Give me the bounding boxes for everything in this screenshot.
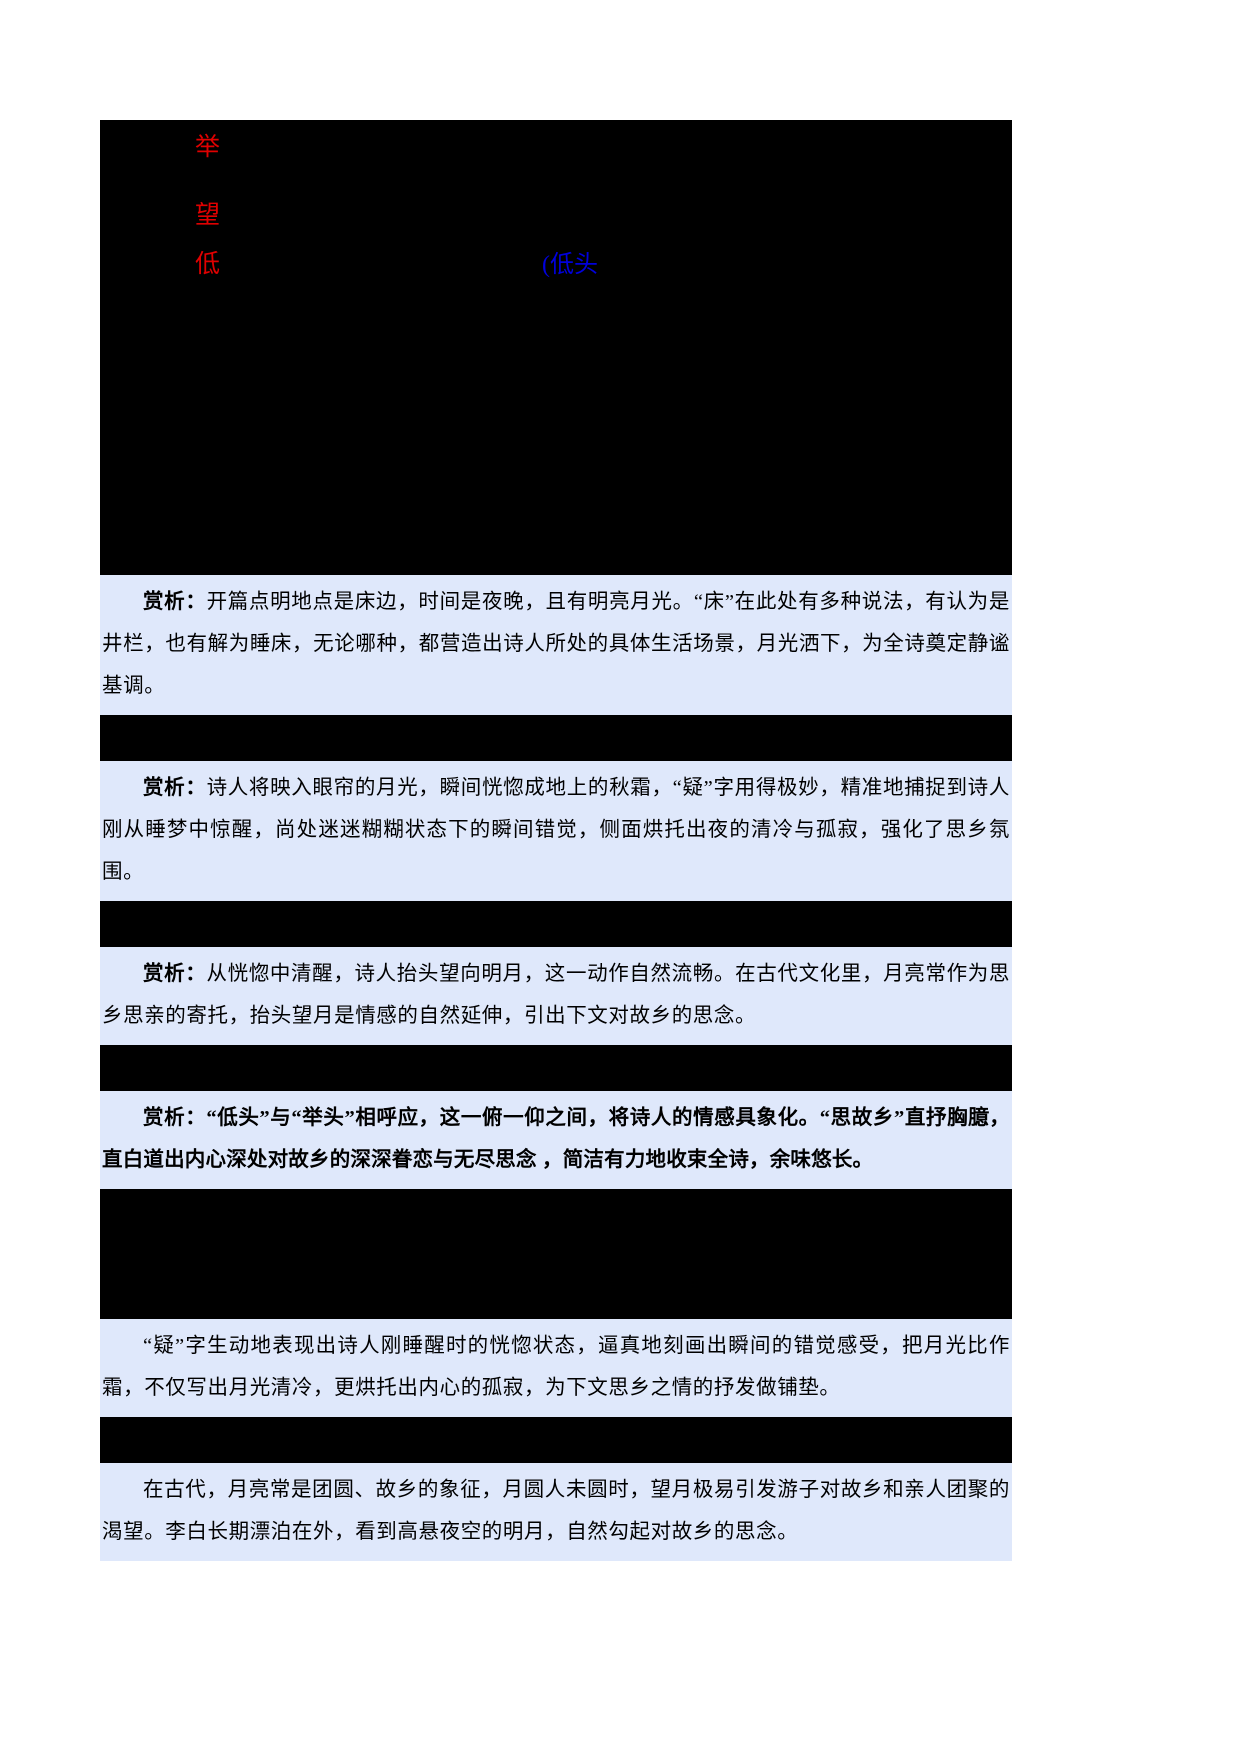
- commentary-lead-2: 赏析：: [143, 777, 207, 799]
- spacer-band-3: [100, 1045, 1012, 1091]
- poem-char-1: 举: [195, 134, 221, 161]
- commentary-body-5: “疑”字生动地表现出诗人刚睡醒时的恍惚状态，逼真地刻画出瞬间的错觉感受，把月光比…: [102, 1335, 1010, 1399]
- commentary-body-3: 从恍惚中清醒，诗人抬头望向明月，这一动作自然流畅。在古代文化里，月亮常作为思乡思…: [102, 963, 1010, 1027]
- commentary-body-1: 开篇点明地点是床边，时间是夜晚，且有明亮月光。“床”在此处有多种说法，有认为是井…: [102, 591, 1010, 697]
- commentary-lead-1: 赏析：: [143, 591, 207, 613]
- commentary-body-6: 在古代，月亮常是团圆、故乡的象征，月圆人未圆时，望月极易引发游子对故乡和亲人团聚…: [102, 1479, 1010, 1543]
- commentary-paragraph-2: 赏析：诗人将映入眼帘的月光，瞬间恍惚成地上的秋霜，“疑”字用得极妙，精准地捕捉到…: [100, 761, 1012, 901]
- commentary-lead-4: 赏析：: [143, 1107, 207, 1129]
- spacer-band-4: [100, 1189, 1012, 1319]
- poem-region: 举 望 低 (低头: [100, 120, 1012, 575]
- commentary-body-4: “低头”与“举头”相呼应，这一俯一仰之间，将诗人的情感具象化。“思故乡”直抒胸臆…: [102, 1107, 1010, 1171]
- poem-annotation: (低头: [542, 252, 598, 278]
- commentary-paragraph-3: 赏析：从恍惚中清醒，诗人抬头望向明月，这一动作自然流畅。在古代文化里，月亮常作为…: [100, 947, 1012, 1045]
- commentary-body-2: 诗人将映入眼帘的月光，瞬间恍惚成地上的秋霜，“疑”字用得极妙，精准地捕捉到诗人刚…: [102, 777, 1010, 883]
- commentary-paragraph-6: 在古代，月亮常是团圆、故乡的象征，月圆人未圆时，望月极易引发游子对故乡和亲人团聚…: [100, 1463, 1012, 1561]
- poem-char-3: 低: [195, 251, 221, 278]
- spacer-band-2: [100, 901, 1012, 947]
- document-canvas: 举 望 低 (低头 赏析：开篇点明地点是床边，时间是夜晚，且有明亮月光。“床”在…: [100, 120, 1012, 1561]
- spacer-band-5: [100, 1417, 1012, 1463]
- poem-char-2: 望: [195, 202, 221, 229]
- commentary-paragraph-4: 赏析：“低头”与“举头”相呼应，这一俯一仰之间，将诗人的情感具象化。“思故乡”直…: [100, 1091, 1012, 1189]
- commentary-paragraph-5: “疑”字生动地表现出诗人刚睡醒时的恍惚状态，逼真地刻画出瞬间的错觉感受，把月光比…: [100, 1319, 1012, 1417]
- commentary-paragraph-1: 赏析：开篇点明地点是床边，时间是夜晚，且有明亮月光。“床”在此处有多种说法，有认…: [100, 575, 1012, 715]
- commentary-lead-3: 赏析：: [143, 963, 207, 985]
- spacer-band-1: [100, 715, 1012, 761]
